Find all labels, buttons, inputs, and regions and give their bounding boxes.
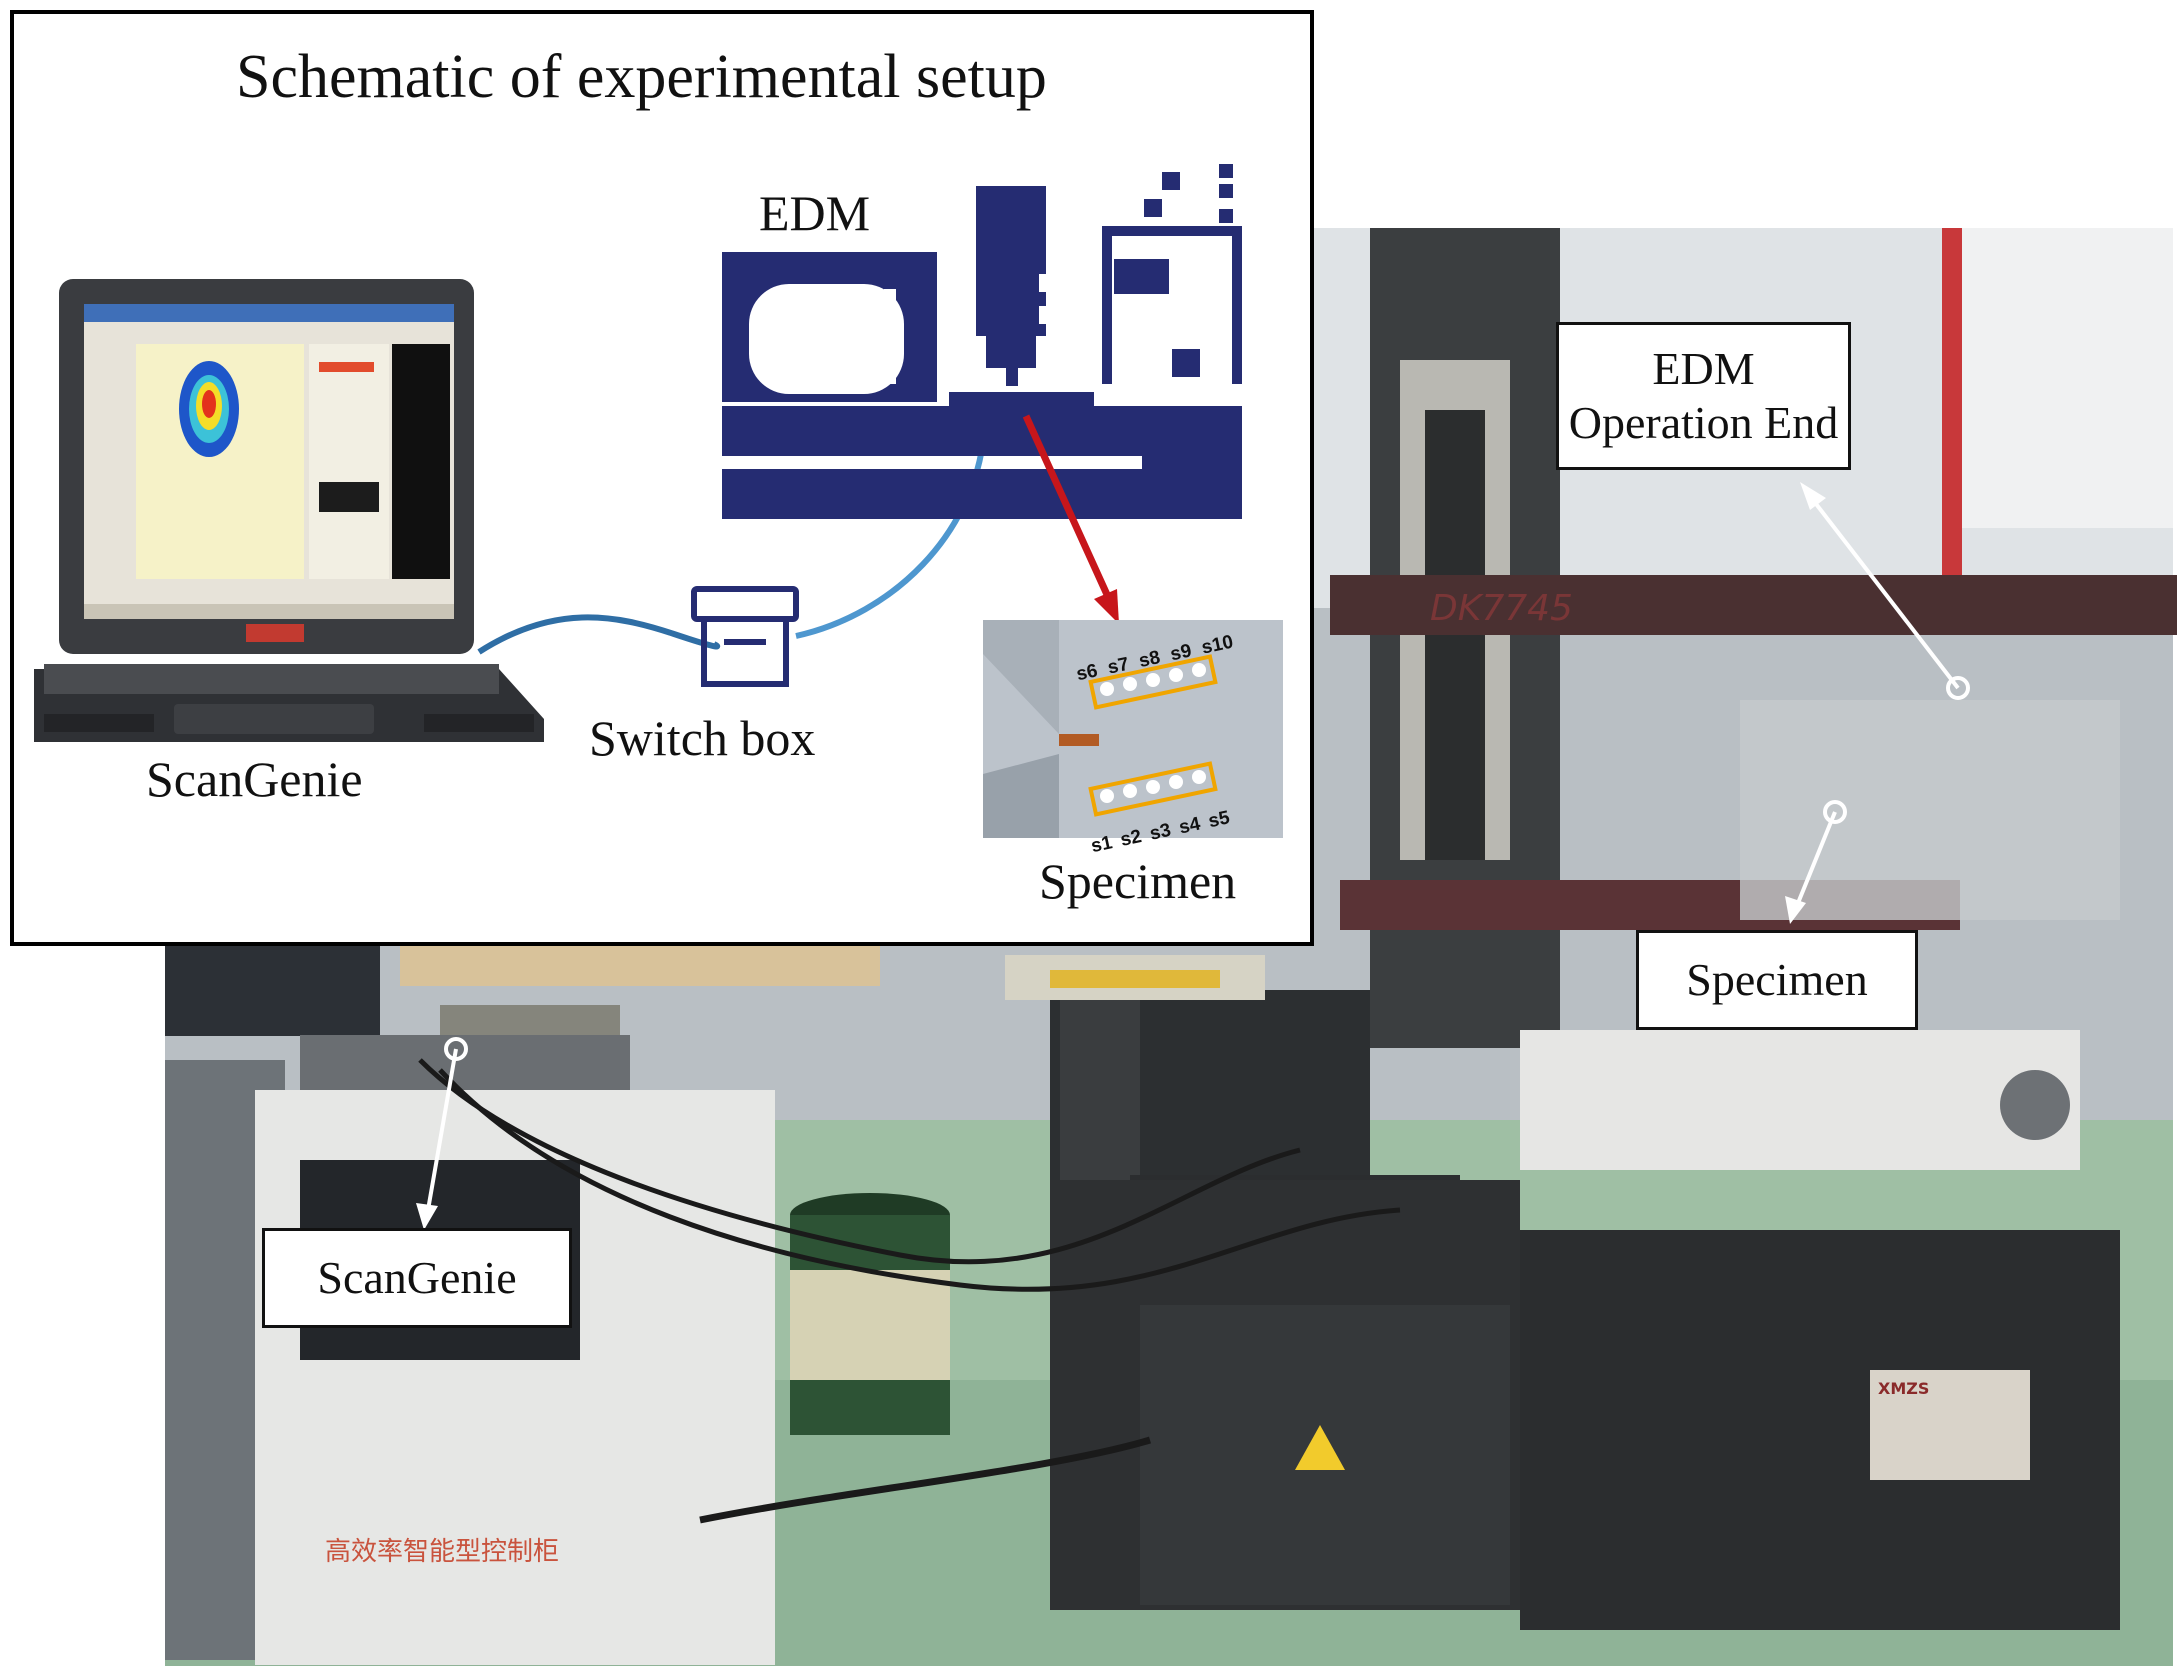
scangenie-photo-label: ScanGenie <box>262 1228 572 1328</box>
worktable <box>1520 1030 2080 1170</box>
specimen-point-s4: s4 <box>1177 813 1202 838</box>
specimen-point-s6: s6 <box>1075 660 1100 685</box>
specimen-red-arrow <box>1022 414 1119 624</box>
switch-box-icon <box>691 586 799 687</box>
scangenie-schematic-label: ScanGenie <box>146 751 363 807</box>
edm-schematic-label: EDM <box>759 185 871 241</box>
specimen-point-s2: s2 <box>1119 826 1144 851</box>
specimen-point-s8: s8 <box>1137 647 1162 672</box>
specimen-point-s1: s1 <box>1089 832 1114 857</box>
specimen-image: s6 s7 s8 s9 s10 s1 s2 s3 s4 s5 <box>983 620 1283 857</box>
switch-box-label: Switch box <box>589 710 816 766</box>
schematic-drawing: s6 s7 s8 s9 s10 s1 s2 s3 s4 s5 <box>34 164 1283 857</box>
specimen-point-s3: s3 <box>1148 820 1173 845</box>
edm-cable <box>795 433 987 639</box>
edm-operation-end-label: EDM Operation End <box>1556 322 1851 470</box>
glass-guard <box>1740 700 2120 920</box>
edm-beam <box>1330 575 2177 635</box>
hazard-icon <box>1295 1425 1345 1470</box>
schematic-panel: Schematic of experimental setup EDM Swit… <box>10 10 1314 946</box>
specimen-point-s5: s5 <box>1207 807 1232 832</box>
wooden-desk <box>400 946 880 986</box>
specimen-point-s7: s7 <box>1106 654 1131 679</box>
specimen-schematic-label: Specimen <box>1039 853 1237 909</box>
machine-marking: DK7745 <box>1430 588 1573 629</box>
laptop-icon <box>34 279 544 742</box>
schematic-title: Schematic of experimental setup <box>236 43 1047 111</box>
red-pipe <box>1942 228 1962 598</box>
scangenie-pointer-arrow <box>416 1037 468 1230</box>
edm-label-line2: Operation End <box>1568 397 1839 448</box>
scangenie-photo-label-text: ScanGenie <box>317 1251 517 1303</box>
edm-pointer-arrow <box>1800 482 1970 700</box>
edm-label-line1: EDM <box>1652 342 1755 394</box>
nameplate-text: XMZS <box>1878 1379 1929 1398</box>
laptop-cable <box>477 614 721 655</box>
specimen-photo-label-text: Specimen <box>1686 953 1868 1005</box>
specimen-photo-label: Specimen <box>1636 930 1918 1030</box>
edm-machine-icon <box>722 164 1242 519</box>
svg-text:高效率智能型控制柜: 高效率智能型控制柜 <box>325 1537 559 1567</box>
specimen-point-s9: s9 <box>1168 640 1193 665</box>
specimen-pointer-arrow <box>1785 800 1847 924</box>
nameplate <box>1870 1370 2030 1480</box>
